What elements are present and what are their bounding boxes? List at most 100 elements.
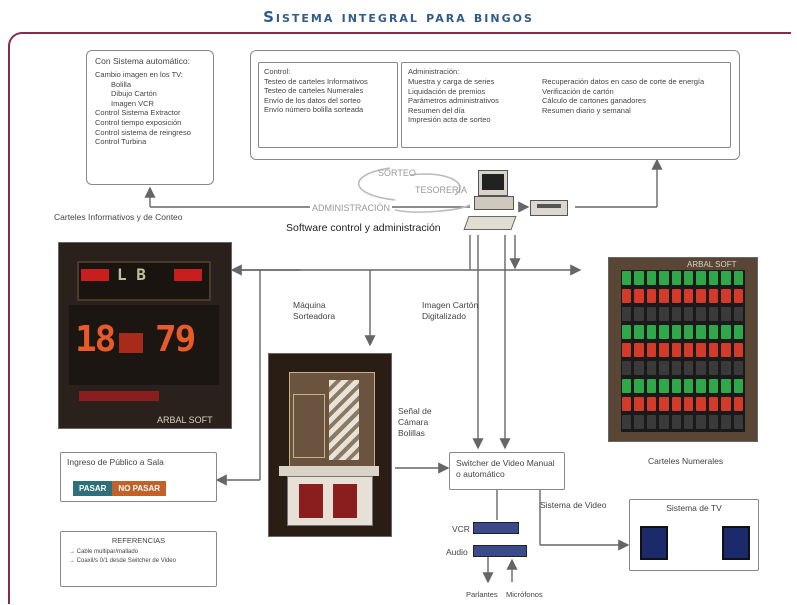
ingreso-heading: Ingreso de Público a Sala — [67, 457, 164, 467]
admin-list-2: Recuperación datos en caso de corte de e… — [542, 77, 728, 115]
admin-list-item: Verificación de cartón — [542, 86, 614, 96]
referencias-box: REFERENCIAS → Cable multipar/mallado→ Co… — [60, 531, 217, 587]
admin-list-item: Resumen del día — [408, 105, 465, 115]
numeral-cell — [646, 379, 657, 393]
numeral-cell — [634, 289, 644, 303]
parlantes-label: Parlantes — [466, 590, 498, 599]
auto-list-item: Imagen VCR — [111, 98, 154, 108]
numeral-cell — [622, 271, 632, 285]
numeral-cell — [646, 397, 657, 411]
auto-list-item: Cambio imagen en los TV: — [95, 70, 183, 79]
control-heading: Control: — [264, 67, 291, 76]
numeral-cell — [708, 415, 719, 429]
numeral-cell — [634, 415, 644, 429]
numeral-cell — [634, 343, 644, 357]
switcher-label: Switcher de Video Manual o automático — [456, 458, 555, 479]
tv-monitor-icon — [722, 526, 750, 560]
computer-monitor — [478, 170, 508, 196]
scoreboard-right-number: 79 — [155, 319, 196, 360]
numeral-cell — [622, 307, 632, 321]
admin-list-item: Parámetros administrativos — [408, 96, 499, 106]
numeral-cell — [659, 361, 669, 375]
numeral-cell — [634, 361, 644, 375]
numeral-cell — [646, 289, 657, 303]
microfonos-label: Micrófonos — [506, 590, 543, 599]
numeral-cell — [646, 361, 657, 375]
admin-list-item: Muestra y carga de series — [408, 77, 495, 86]
pasar-sign: PASAR — [73, 481, 113, 496]
keyboard-icon — [463, 216, 517, 230]
admin-list-item: Impresión acta de sorteo — [408, 115, 491, 125]
numeral-cell — [696, 397, 706, 411]
admin-list-item: Resumen diario y semanal — [542, 105, 631, 115]
numeral-cell — [622, 415, 632, 429]
auto-system-box: Con Sistema automático: Cambio imagen en… — [86, 50, 214, 185]
numeral-cell — [708, 397, 719, 411]
page-title: Sistema integral para bingos — [263, 8, 534, 26]
numeral-cell — [696, 271, 706, 285]
numeral-cell — [721, 307, 731, 321]
numeral-cell — [646, 307, 657, 321]
numeral-cell — [696, 361, 706, 375]
numeral-cell — [659, 379, 669, 393]
numeral-cell — [646, 271, 657, 285]
admin-list-item: Liquidación de premios — [408, 86, 486, 96]
numeral-cell — [684, 379, 694, 393]
numeral-cell — [696, 415, 706, 429]
numeral-cell — [733, 397, 743, 411]
numeral-cell — [671, 397, 681, 411]
numeral-cell — [622, 325, 632, 339]
sistema-video-label: Sistema de Video — [540, 500, 607, 510]
numeral-cell — [733, 307, 743, 321]
numeral-cell — [733, 289, 743, 303]
numeral-cell — [708, 271, 719, 285]
numeral-cell — [622, 343, 632, 357]
auto-list-item: Control Sistema Extractor — [95, 108, 181, 118]
switcher-box: Switcher de Video Manual o automático — [449, 452, 565, 490]
numeral-cell — [634, 379, 644, 393]
numeral-cell — [634, 307, 644, 321]
numeral-cell — [671, 361, 681, 375]
numeral-cell — [721, 271, 731, 285]
carteles-info-label: Carteles Informativos y de Conteo — [54, 212, 183, 222]
numeral-cell — [708, 343, 719, 357]
senal-camara-label: Señal de Cámara Bolillas — [398, 406, 432, 438]
no-pasar-sign: NO PASAR — [112, 481, 167, 496]
numeral-cell — [733, 271, 743, 285]
numeral-cell — [622, 361, 632, 375]
numerales-grid — [621, 270, 745, 432]
admin-heading: Administración: — [408, 67, 460, 76]
numeral-cell — [634, 271, 644, 285]
vcr-device — [473, 522, 519, 534]
numeral-cell — [659, 397, 669, 411]
tv-monitor-icon — [640, 526, 668, 560]
numeral-cell — [733, 343, 743, 357]
numeral-cell — [708, 361, 719, 375]
numeral-cell — [708, 289, 719, 303]
vcr-label: VCR — [452, 524, 470, 534]
software-caption: Software control y administración — [286, 222, 441, 234]
numeral-cell — [696, 289, 706, 303]
numeral-cell — [708, 325, 719, 339]
scoreboard-left-number: 18 — [75, 319, 116, 360]
control-list-item: Envío de los datos del sorteo — [264, 95, 361, 105]
numeral-cell — [684, 307, 694, 321]
numeral-cell — [696, 343, 706, 357]
numeral-cell — [721, 289, 731, 303]
control-list-item: Testeo de carteles Informativos — [264, 76, 368, 86]
auto-list-item: Control sistema de reingreso — [95, 127, 191, 137]
referencia-item: → Coaxil/s 0/1 desde Switcher de Video — [69, 558, 176, 565]
outer-frame — [8, 32, 791, 604]
numeral-cell — [733, 415, 743, 429]
numeral-cell — [684, 289, 694, 303]
numeral-cell — [659, 343, 669, 357]
numeral-cell — [684, 361, 694, 375]
auto-list-item: Dibujo Cartón — [111, 89, 157, 99]
auto-list-item: Bolilla — [111, 79, 132, 89]
numeral-cell — [708, 379, 719, 393]
admin-list-item: Recuperación datos en caso de corte de e… — [542, 77, 705, 86]
maquina-label: Máquina Sorteadora — [293, 300, 336, 321]
